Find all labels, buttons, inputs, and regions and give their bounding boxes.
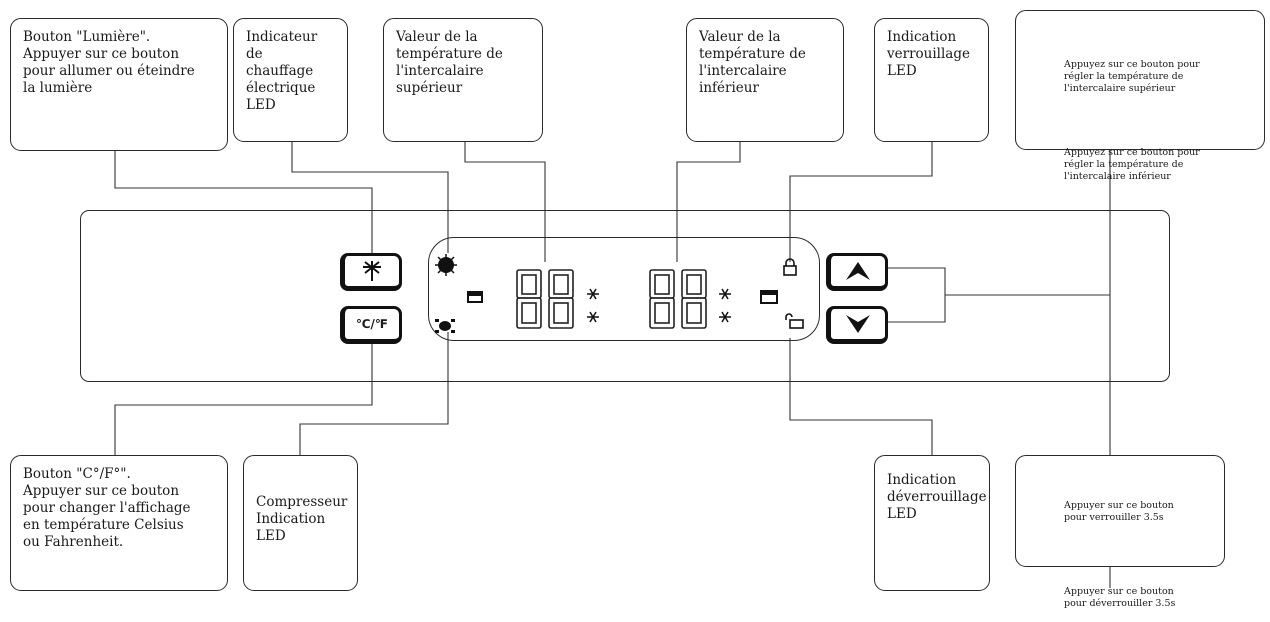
callout-lock-unlock: Appuyer sur ce bouton pour verrouiller 3… [1015,455,1225,609]
lock-icon [783,258,797,276]
callout-upper-temp: Valeur de la température de l'intercalai… [383,18,543,142]
down-desc-text: Appuyez sur ce bouton pour régler la tem… [1064,147,1200,182]
up-arrow-icon [846,262,870,280]
lock-desc-text: Appuyer sur ce bouton pour verrouiller 3… [1064,500,1174,523]
connector-lines [114,142,1111,588]
down-arrow-icon [846,315,870,333]
unlock-desc-item: Appuyer sur ce bouton pour déverrouiller… [1064,562,1212,610]
callout-lock-led: Indication verrouillage LED [874,18,989,142]
callout-lower-temp: Valeur de la température de l'intercalai… [686,18,844,142]
callout-heater-led: Indicateur de chauffage électrique LED [233,18,348,142]
heater-led-icon [435,254,457,276]
compressor-icon [435,319,455,333]
up-desc-item: Appuyez sur ce bouton pour régler la tem… [1064,35,1252,95]
lower-fan-icons [719,288,731,323]
up-desc-text: Appuyez sur ce bouton pour régler la tem… [1064,59,1200,94]
upper-temp-digits [516,269,574,329]
callout-temp-adjust: Appuyez sur ce bouton pour régler la tem… [1015,10,1265,182]
lower-zone-indicator [760,290,778,304]
upper-zone-indicator [467,291,483,303]
down-desc-item: Appuyez sur ce bouton pour régler la tem… [1064,123,1252,183]
upper-fan-icons [587,288,599,323]
callout-light-button: Bouton "Lumière". Appuyer sur ce bouton … [10,18,228,151]
unit-button[interactable]: ℃/℉ [340,306,402,344]
lock-desc-item: Appuyer sur ce bouton pour verrouiller 3… [1064,476,1212,524]
up-button[interactable] [826,253,888,291]
unit-button-label: ℃/℉ [356,317,388,331]
callout-compressor-led: Compresseur Indication LED [243,455,358,591]
callout-unit-button: Bouton "C°/F°". Appuyer sur ce bouton po… [10,455,228,591]
down-button[interactable] [826,306,888,344]
lower-temp-digits [649,269,707,329]
light-icon [363,261,381,281]
unlock-icon [785,313,804,329]
callout-unlock-led: Indication déverrouillage LED [874,455,990,591]
lcd-display [428,237,820,341]
light-button[interactable] [340,253,402,291]
control-panel [80,210,1170,382]
unlock-desc-text: Appuyer sur ce bouton pour déverrouiller… [1064,586,1176,609]
